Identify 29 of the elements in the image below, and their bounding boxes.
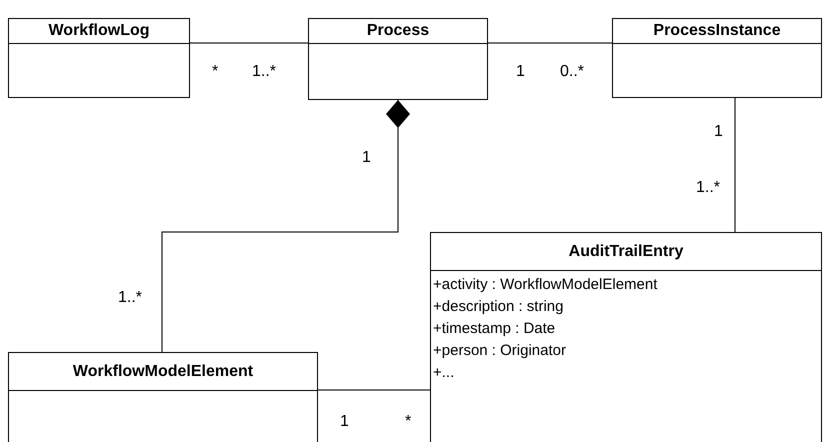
class-name: WorkflowLog — [48, 23, 150, 39]
class-box — [308, 18, 488, 100]
attribute-text: +person : Originator — [433, 341, 566, 361]
attribute-text: +... — [433, 363, 454, 383]
association-line — [488, 42, 612, 44]
multiplicity-label: 1..* — [118, 290, 142, 306]
class-box — [8, 18, 190, 98]
multiplicity-label: 1..* — [696, 180, 720, 196]
class-name: WorkflowModelElement — [72, 364, 254, 380]
attribute-text: +activity : WorkflowModelElement — [433, 275, 658, 295]
multiplicity-label: * — [212, 64, 218, 80]
class-name: ProcessInstance — [653, 23, 781, 39]
association-line — [190, 42, 308, 44]
attribute-text: +timestamp : Date — [433, 319, 556, 339]
class-name: AuditTrailEntry — [568, 244, 684, 260]
attribute-text: +description : string — [433, 297, 564, 317]
multiplicity-label: 1 — [714, 124, 723, 140]
association-line — [734, 98, 736, 232]
multiplicity-label: 0..* — [560, 64, 584, 80]
multiplicity-label: * — [405, 414, 412, 430]
class-box — [612, 18, 822, 98]
class-name: Process — [366, 23, 430, 39]
multiplicity-label: 1..* — [252, 64, 276, 80]
multiplicity-label: 1 — [516, 64, 525, 80]
multiplicity-label: 1 — [340, 414, 349, 430]
class-box — [8, 352, 318, 442]
multiplicity-label: 1 — [362, 150, 371, 166]
class-box — [430, 232, 822, 442]
association-line — [162, 100, 410, 352]
